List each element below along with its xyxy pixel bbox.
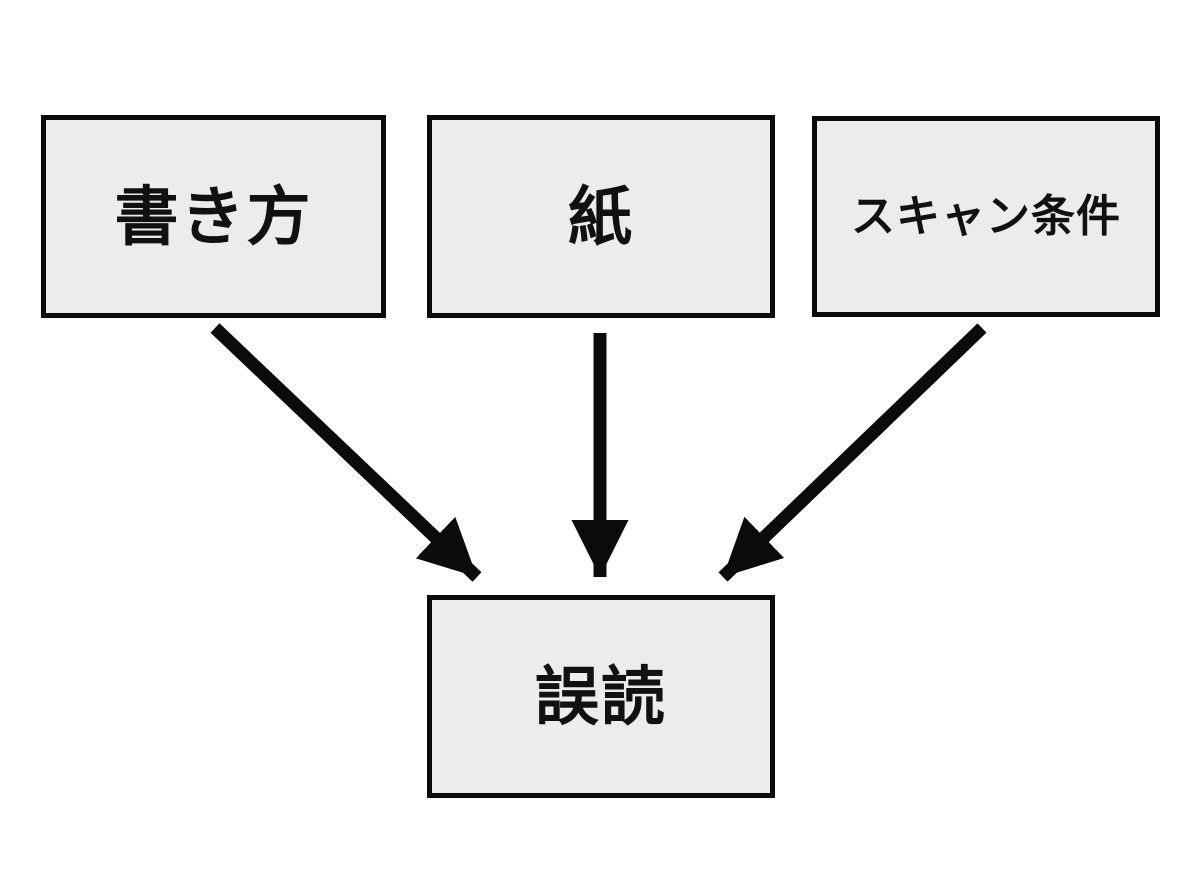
node-writing-style: 書き方 [41,115,386,318]
node-misreading-label: 誤読 [535,660,667,733]
node-writing-style-label: 書き方 [114,180,313,253]
node-paper: 紙 [427,115,775,318]
node-scan-conditions: スキャン条件 [812,116,1160,317]
arrow-scan-to-misreading [718,323,987,582]
node-scan-conditions-label: スキャン条件 [851,191,1121,241]
node-misreading: 誤読 [427,595,775,798]
node-paper-label: 紙 [568,180,634,253]
arrow-writing-to-misreading [210,323,482,582]
